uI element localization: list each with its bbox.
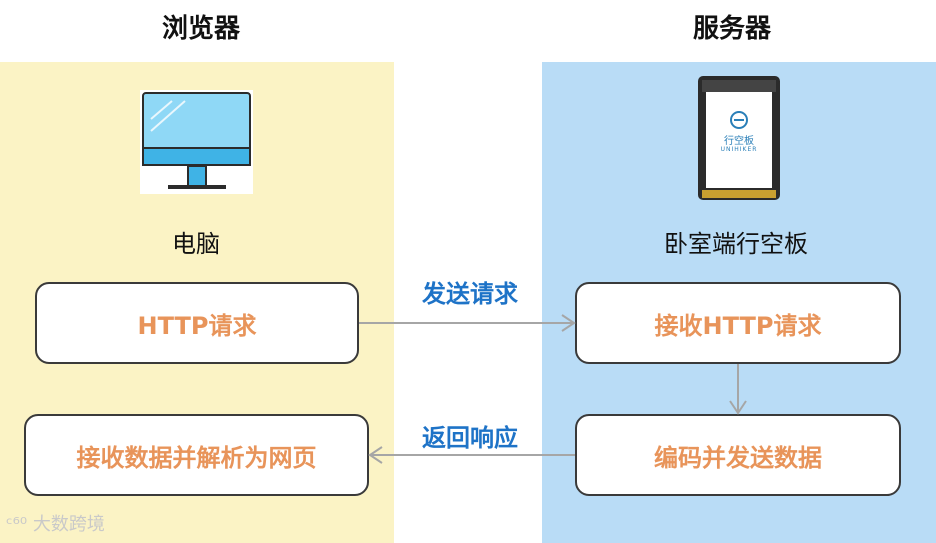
server-column-title: 服务器: [692, 14, 771, 44]
watermark-text: 大数跨境: [32, 514, 105, 535]
board-screen-text: 行空板: [724, 136, 754, 147]
receive-parse-node: 接收数据并解析为网页: [24, 414, 369, 496]
watermark: ᶜ⁶⁰ 大数跨境: [6, 510, 105, 536]
encode-send-node: 编码并发送数据: [575, 414, 901, 496]
browser-column-title: 浏览器: [161, 14, 240, 44]
send-request-label: 发送请求: [422, 280, 518, 308]
board-screen-subtext: UNIHIKER: [720, 146, 758, 153]
return-response-label: 返回响应: [422, 424, 518, 452]
receive-request-node: 接收HTTP请求: [575, 282, 901, 364]
computer-label: 电脑: [172, 230, 220, 258]
board-label: 卧室端行空板: [664, 230, 808, 258]
watermark-logo-icon: ᶜ⁶⁰: [6, 514, 33, 535]
http-request-node: HTTP请求: [35, 282, 359, 364]
